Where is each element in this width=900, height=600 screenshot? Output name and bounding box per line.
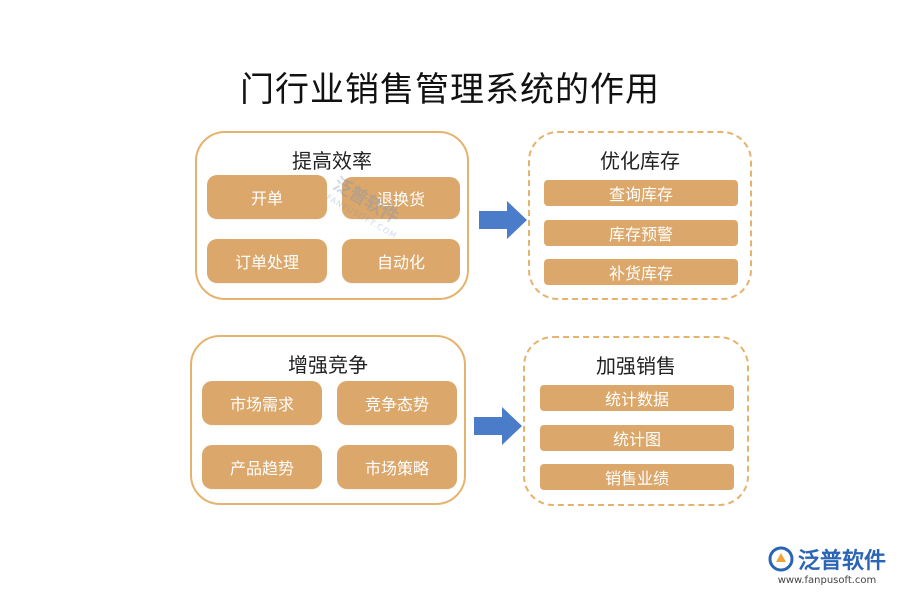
chip-market-strategy: 市场策略 [337,445,457,489]
logo-icon [768,546,794,572]
panel-title-sales: 加强销售 [596,354,676,378]
panel-efficiency: 提高效率 开单 退换货 订单处理 自动化 [195,131,469,300]
arrow-right-icon [474,407,522,445]
bar-stock-alert: 库存预警 [544,220,738,246]
page-title: 门行业销售管理系统的作用 [240,70,660,110]
logo-url: www.fanpusoft.com [777,575,877,586]
bar-sales-performance: 销售业绩 [540,464,734,490]
panel-competition: 增强竞争 市场需求 竞争态势 产品趋势 市场策略 [190,335,466,505]
chip-product-trend: 产品趋势 [202,445,322,489]
panel-title-inventory: 优化库存 [600,149,680,173]
panel-sales: 加强销售 统计数据 统计图 销售业绩 [523,336,749,506]
bar-chart: 统计图 [540,425,734,451]
chip-tuihuanhuo: 退换货 [342,177,460,219]
bar-statistics: 统计数据 [540,385,734,411]
panel-title-efficiency: 提高效率 [292,149,372,173]
chip-competition-status: 竞争态势 [337,381,457,425]
logo-name: 泛普软件 [797,549,886,574]
bar-restock: 补货库存 [544,259,738,285]
arrow-right-icon [479,201,527,239]
panel-inventory: 优化库存 查询库存 库存预警 补货库存 [528,131,752,300]
chip-market-demand: 市场需求 [202,381,322,425]
bar-query-stock: 查询库存 [544,180,738,206]
brand-logo: 泛普软件 www.fanpusoft.com [768,543,886,586]
panel-title-competition: 增强竞争 [288,353,368,377]
chip-kaidan: 开单 [207,175,327,219]
chip-zidonghua: 自动化 [342,239,460,283]
chip-dingdan: 订单处理 [207,239,327,283]
